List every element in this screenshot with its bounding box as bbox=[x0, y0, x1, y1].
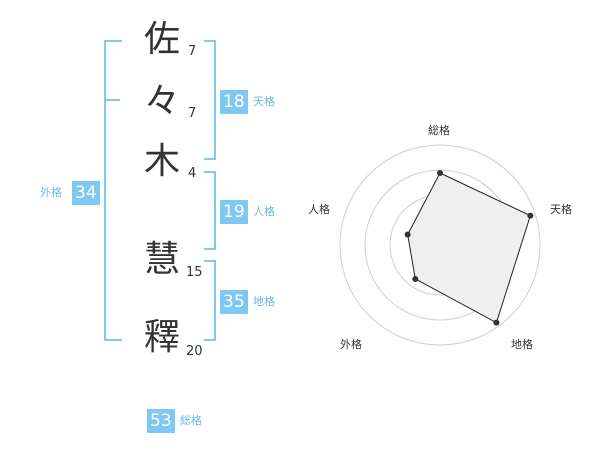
stroke-count-4: 15 bbox=[186, 265, 203, 280]
gaikaku-badge: 34 bbox=[72, 181, 100, 205]
chikaku-bracket bbox=[204, 260, 216, 341]
stroke-count-2: 7 bbox=[188, 106, 197, 121]
jinkaku-bracket bbox=[204, 171, 216, 250]
gaikaku-label: 外格 bbox=[40, 186, 62, 199]
tenkaku-bracket bbox=[204, 40, 216, 160]
radar-axis-jinkaku: 人格 bbox=[308, 203, 330, 216]
tenkaku-label: 天格 bbox=[253, 95, 275, 108]
radar-point-1 bbox=[437, 170, 443, 176]
gaikaku-bracket bbox=[104, 40, 122, 341]
chikaku-badge: 35 bbox=[220, 290, 248, 314]
gaikaku-bracket-tick bbox=[104, 99, 120, 101]
stroke-count-1: 7 bbox=[188, 44, 197, 59]
radar-axis-gaikaku: 外格 bbox=[340, 338, 362, 351]
name-char-3: 木 bbox=[143, 141, 180, 182]
radar-point-2 bbox=[527, 212, 534, 219]
radar-axis-soukaku: 総格 bbox=[428, 124, 450, 137]
chikaku-label: 地格 bbox=[253, 295, 275, 308]
stroke-count-3: 4 bbox=[188, 166, 197, 181]
stroke-count-5: 20 bbox=[186, 344, 203, 359]
soukaku-label: 総格 bbox=[180, 414, 202, 427]
soukaku-badge: 53 bbox=[147, 409, 175, 433]
radar-polygon bbox=[407, 172, 531, 324]
name-char-2: 々 bbox=[143, 81, 180, 122]
name-char-5: 釋 bbox=[143, 317, 180, 358]
tenkaku-badge: 18 bbox=[220, 90, 248, 114]
radar-chart bbox=[339, 144, 541, 346]
radar-axis-chikaku: 地格 bbox=[511, 338, 533, 351]
name-char-1: 佐 bbox=[143, 19, 180, 60]
radar-ring-4 bbox=[339, 144, 541, 346]
radar-points bbox=[404, 170, 534, 326]
radar-point-5 bbox=[404, 231, 411, 238]
radar-point-3 bbox=[493, 319, 500, 326]
jinkaku-badge: 19 bbox=[220, 200, 248, 224]
radar-point-4 bbox=[412, 275, 419, 282]
jinkaku-label: 人格 bbox=[253, 205, 275, 218]
radar-axis-tenkaku: 天格 bbox=[550, 203, 572, 216]
name-char-4: 慧 bbox=[143, 239, 180, 280]
